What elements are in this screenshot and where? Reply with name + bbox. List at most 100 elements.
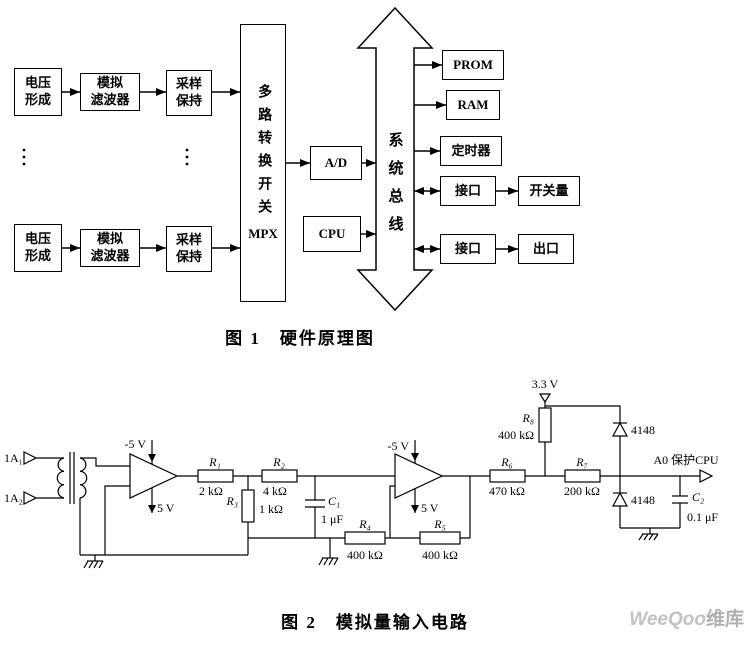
- block-filter-bottom-line1: 模拟: [96, 231, 123, 247]
- watermark-part2: 维库: [705, 609, 744, 630]
- block-switch-out: 开关量: [518, 176, 580, 206]
- label-c1-value: 1 μF: [321, 512, 343, 526]
- label-r1-name: R₁: [208, 455, 221, 469]
- block-io-top-label: 接口: [454, 182, 481, 198]
- label-r8-value: 400 kΩ: [498, 428, 534, 442]
- ground-symbol-middle: [318, 538, 339, 566]
- power-arrowheads: [148, 453, 419, 513]
- output-terminal: [699, 469, 714, 483]
- label-r7-value: 200 kΩ: [564, 484, 600, 498]
- block-filter-top: 模拟 滤波器: [80, 73, 140, 111]
- block-ram: RAM: [446, 90, 500, 120]
- resistor-r8: [538, 407, 552, 443]
- resistor-r4: [344, 531, 386, 545]
- opamp2: [394, 453, 444, 499]
- block-voltage-bottom-line1: 电压: [24, 231, 51, 247]
- figure1-caption: 图 1 硬件原理图: [225, 329, 375, 348]
- block-mpx-cn-label: 多路转换开关: [256, 83, 272, 222]
- block-sample-top-line1: 采样: [175, 76, 202, 92]
- system-bus-label: 系统总线: [386, 131, 403, 244]
- opamp1-vpos-label: 5 V: [157, 501, 175, 515]
- capacitor-c2: [672, 495, 688, 504]
- label-r8-name: R₈: [521, 411, 534, 425]
- block-sample-top: 采样 保持: [166, 70, 212, 116]
- block-mpx-en-label: MPX: [248, 225, 278, 241]
- block-filter-top-line2: 滤波器: [90, 92, 130, 107]
- block-voltage-bottom-line2: 形成: [24, 248, 51, 263]
- block-sample-bottom-line2: 保持: [175, 249, 202, 264]
- block-filter-bottom: 模拟 滤波器: [80, 229, 140, 267]
- resistor-r7: [564, 469, 601, 483]
- label-d2: 4148: [631, 493, 655, 507]
- block-prom-label: PROM: [453, 56, 493, 72]
- block-outlet: 出口: [518, 234, 574, 264]
- label-d1: 4148: [631, 423, 655, 437]
- input-terminal-1a1: [23, 451, 38, 465]
- vref-terminal: [538, 393, 552, 404]
- block-io-bottom-label: 接口: [454, 240, 481, 256]
- block-mpx: 多路转换开关 MPX: [240, 24, 286, 302]
- output-label: A0 保护CPU: [653, 453, 718, 467]
- block-filter-bottom-line2: 滤波器: [90, 248, 130, 263]
- block-sample-top-line2: 保持: [175, 93, 202, 108]
- label-r6-name: R₆: [500, 455, 513, 469]
- diode-d1: [611, 421, 629, 437]
- block-sample-bottom-line1: 采样: [175, 232, 202, 248]
- capacitor-c1: [305, 499, 325, 508]
- opamp1: [129, 453, 179, 499]
- label-c2-name: C₂: [692, 490, 704, 504]
- label-r3-name: R₃: [225, 494, 238, 508]
- block-filter-top-line1: 模拟: [96, 75, 123, 91]
- block-cpu-label: CPU: [318, 225, 346, 241]
- system-bus-arrow-shape: [356, 6, 434, 312]
- label-r2-value: 4 kΩ: [263, 484, 287, 498]
- block-cpu: CPU: [303, 216, 361, 252]
- input-label-1a2: 1A₂: [4, 491, 23, 505]
- block-voltage-bottom: 电压 形成: [14, 224, 62, 272]
- label-r2-name: R₂: [272, 455, 285, 469]
- input-terminal-1a2: [23, 491, 38, 505]
- channel-ellipsis-dots: [22, 148, 189, 166]
- opamp2-vpos-label: 5 V: [421, 501, 439, 515]
- label-r1-value: 2 kΩ: [199, 484, 223, 498]
- block-ad-label: A/D: [324, 154, 348, 170]
- block-timer-label: 定时器: [451, 142, 491, 158]
- label-r5-value: 400 kΩ: [422, 548, 458, 562]
- block-outlet-label: 出口: [532, 240, 559, 256]
- label-r7-name: R₇: [575, 455, 588, 469]
- block-voltage-top-line1: 电压: [24, 75, 51, 91]
- label-r4-value: 400 kΩ: [347, 548, 383, 562]
- block-voltage-top: 电压 形成: [14, 68, 62, 116]
- label-c2-value: 0.1 μF: [687, 510, 718, 524]
- label-r3-value: 1 kΩ: [259, 502, 283, 516]
- label-r6-value: 470 kΩ: [489, 484, 525, 498]
- resistor-r2: [261, 469, 298, 483]
- block-prom: PROM: [442, 50, 504, 80]
- vref-label: 3.3 V: [532, 377, 559, 391]
- label-c1-name: C₁: [328, 494, 340, 508]
- diode-d2: [611, 491, 629, 507]
- block-io-top: 接口: [440, 176, 496, 206]
- watermark: WeeQoo维库: [620, 604, 744, 631]
- figure1-diagram: [22, 6, 518, 312]
- ground-symbol-left: [83, 555, 104, 569]
- opamp2-vneg-label: -5 V: [388, 439, 410, 453]
- resistor-r5: [419, 531, 461, 545]
- figure2-circuit: 1A₁ 1A₂ -5 V 5 V -5 V 5 V 3.3 V R₁ 2 kΩ …: [4, 377, 719, 569]
- block-voltage-top-line2: 形成: [24, 92, 51, 107]
- ground-symbol-right: [638, 528, 659, 541]
- block-ad: A/D: [310, 146, 362, 180]
- resistor-r3: [241, 489, 255, 523]
- block-sample-bottom: 采样 保持: [166, 226, 212, 272]
- block-switch-out-label: 开关量: [529, 182, 569, 198]
- watermark-part1: WeeQoo: [629, 609, 706, 630]
- block-timer: 定时器: [440, 136, 502, 166]
- resistor-r1: [197, 469, 234, 483]
- resistor-r6: [489, 469, 526, 483]
- opamp1-vneg-label: -5 V: [125, 437, 147, 451]
- label-r5-name: R₅: [433, 517, 446, 531]
- block-io-bottom: 接口: [440, 234, 496, 264]
- figure1-connector-arrows: [62, 61, 518, 253]
